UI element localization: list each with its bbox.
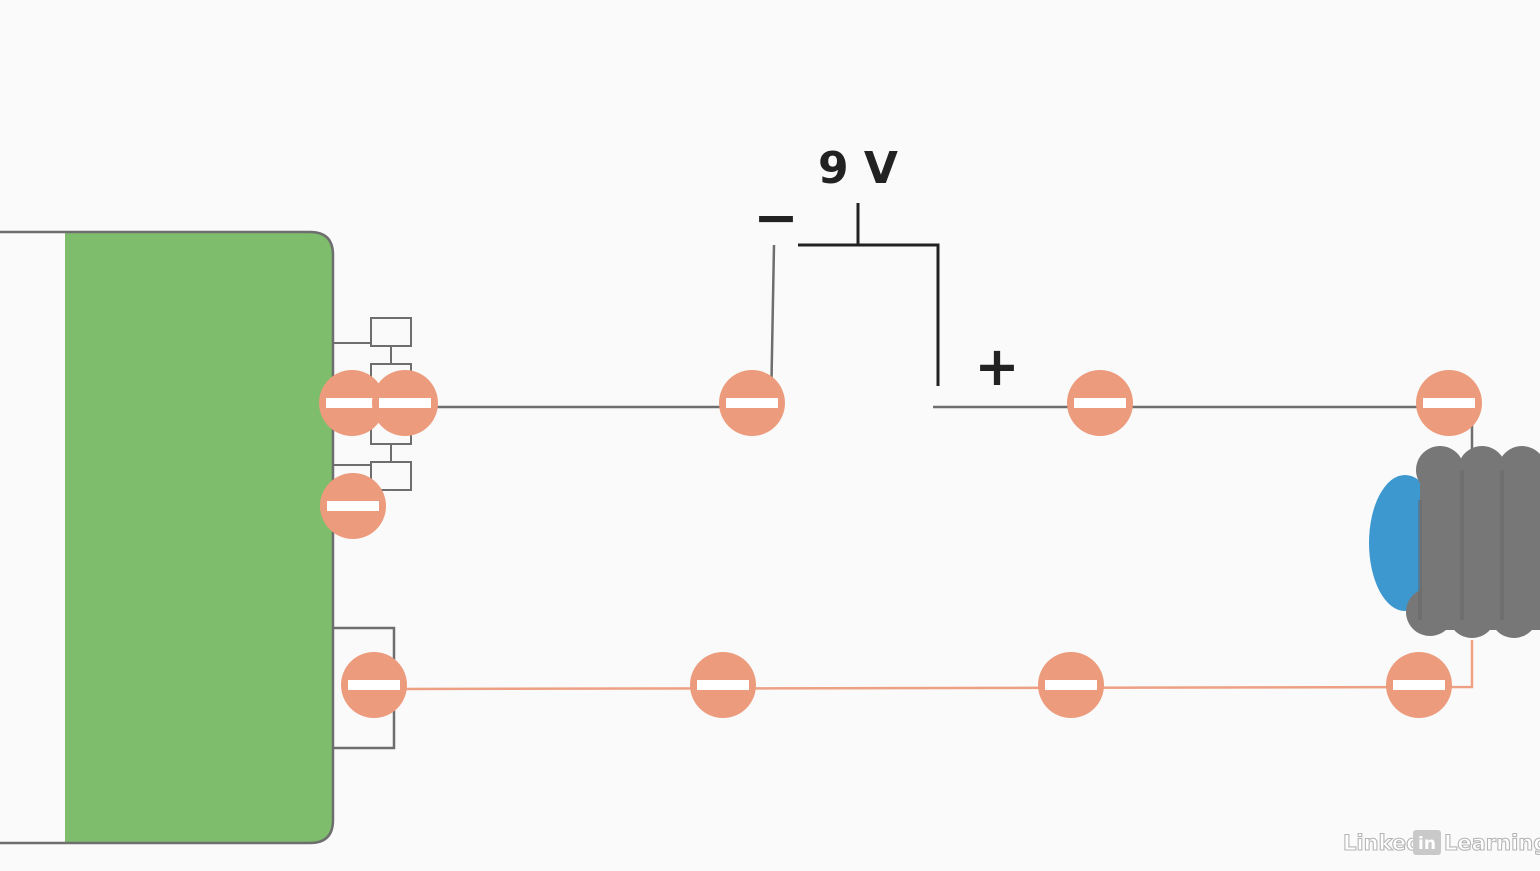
bottom-wire bbox=[394, 640, 1474, 691]
watermark-in-box bbox=[1413, 830, 1441, 855]
battery-symbol bbox=[798, 203, 940, 386]
voltage-label: 9 V bbox=[818, 143, 898, 194]
electrons bbox=[319, 370, 1482, 718]
positive-terminal-sign: + bbox=[974, 335, 1019, 398]
electron-icon bbox=[690, 652, 756, 718]
coil-motor bbox=[1369, 446, 1540, 638]
electron-icon bbox=[1038, 652, 1104, 718]
electron-icon bbox=[319, 370, 385, 436]
watermark-brand-prefix: Linked bbox=[1343, 831, 1421, 855]
electron-icon bbox=[372, 370, 438, 436]
linkedin-learning-watermark: Linked in Learning bbox=[1342, 830, 1540, 856]
component-body bbox=[65, 232, 333, 843]
electron-icon bbox=[1067, 370, 1133, 436]
component-outline bbox=[0, 230, 335, 845]
electron-icon bbox=[341, 652, 407, 718]
watermark-brand-suffix: Learning bbox=[1444, 831, 1540, 855]
electron-icon bbox=[320, 473, 386, 539]
negative-terminal-sign: − bbox=[753, 186, 798, 249]
electron-icon bbox=[1416, 370, 1482, 436]
watermark-brand-in: in bbox=[1418, 834, 1436, 854]
electron-icon bbox=[1386, 652, 1452, 718]
electron-icon bbox=[719, 370, 785, 436]
